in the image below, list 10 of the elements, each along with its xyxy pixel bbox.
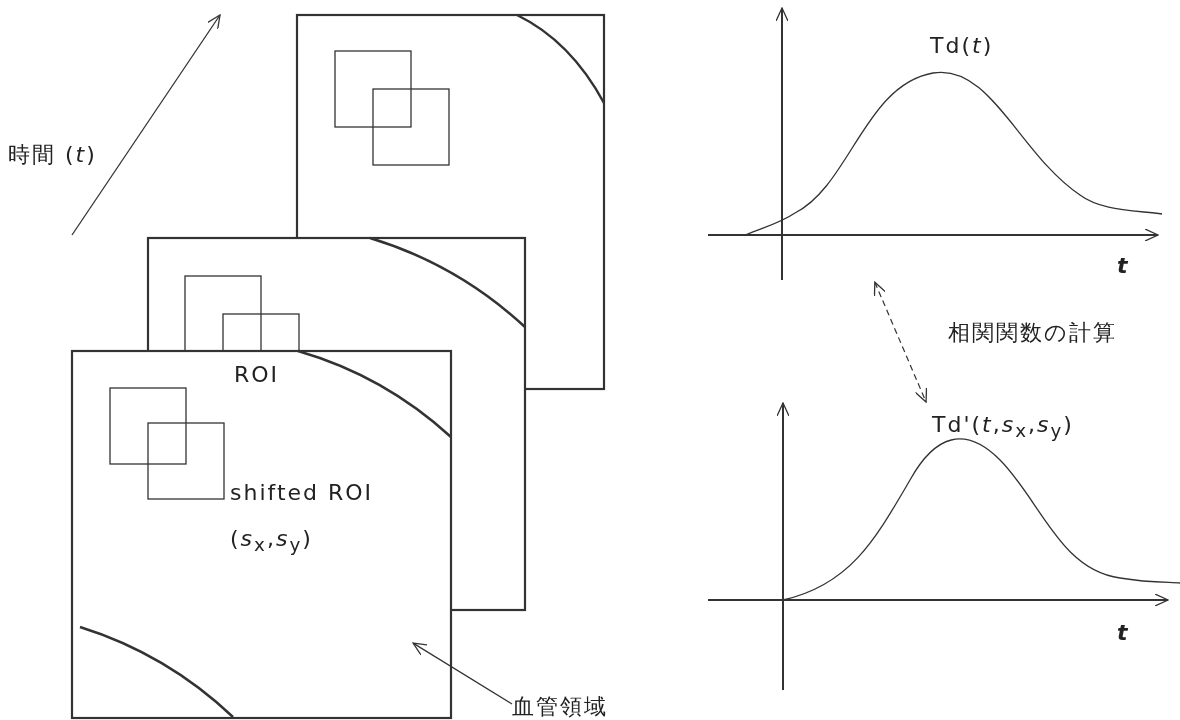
axis-label: t xyxy=(1117,253,1130,278)
axis-label: t xyxy=(1117,620,1130,645)
arrow xyxy=(873,281,928,403)
roi-label: ROI xyxy=(234,362,280,387)
arrow xyxy=(412,642,513,705)
curve-title: Td'(t,s$_{x}$,s$_{y}$) xyxy=(932,412,1074,442)
shifted-roi-label: shifted ROI (s$_{x}$,s$_{y}$) xyxy=(230,479,375,558)
curve-title: Td(t) xyxy=(930,33,994,58)
vessel-area-label: 血管領域 xyxy=(512,692,608,720)
time-axis-label: 時間 (t) xyxy=(8,141,97,169)
